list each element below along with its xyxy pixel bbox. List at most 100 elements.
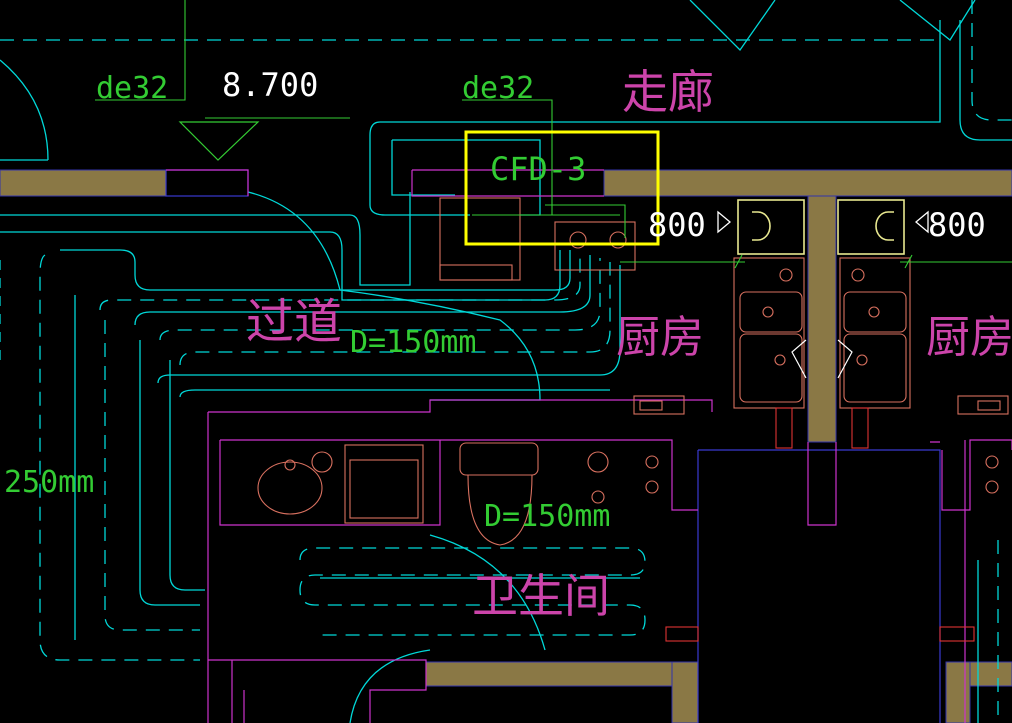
basin-drain	[284, 459, 296, 471]
partition-kitchen-top	[166, 169, 604, 197]
door-arc-bath2	[349, 649, 431, 723]
manifold-valve-b	[609, 231, 627, 249]
counter-left	[733, 257, 805, 409]
wall-pillar-center	[807, 195, 837, 443]
basin	[257, 461, 323, 515]
floor-drain	[311, 451, 333, 473]
fridge-right	[837, 199, 905, 255]
fridge-left	[737, 199, 805, 255]
door-arc-aisle	[247, 191, 541, 401]
pipe-bath-1	[299, 547, 646, 636]
partition-left-bottom	[231, 660, 245, 723]
sink-bottom-right	[843, 333, 907, 403]
partition-right-post	[807, 442, 837, 526]
partition-bath-outer	[208, 399, 713, 413]
label-spacing-center: D=150mm	[350, 325, 476, 360]
right-valve-d	[985, 480, 999, 494]
label-spacing-bath: D=150mm	[484, 499, 610, 534]
pillar-marker-left	[791, 339, 807, 379]
pipe-loop-11	[157, 265, 621, 384]
pipe-loop-2	[39, 254, 200, 661]
pipe-loop-9	[169, 360, 205, 591]
counter-right	[839, 257, 911, 409]
washer	[344, 444, 424, 524]
door-frame-top	[165, 169, 249, 197]
pipe-top-2b	[369, 121, 470, 216]
right-valve-a	[645, 455, 659, 469]
pipe-loop-6	[134, 255, 591, 326]
label-spacing-left: 250mm	[4, 465, 94, 500]
pipe-left-2	[0, 231, 561, 301]
vent-left	[775, 407, 793, 449]
arrow-left	[717, 210, 732, 234]
pipe-loop-10	[179, 262, 611, 366]
vent-right	[851, 407, 869, 449]
fixtures	[257, 197, 1009, 642]
stove-left	[633, 395, 685, 415]
door-arc-top	[689, 0, 776, 52]
toilet-tank	[459, 442, 539, 476]
drain-left-a	[762, 306, 774, 318]
vent-bottom-left	[665, 626, 699, 642]
wall-bottom-post	[671, 661, 699, 723]
pipe-top-2	[380, 20, 941, 123]
label-pipe-left: de32	[96, 71, 168, 106]
label-pipe-right: de32	[462, 71, 534, 106]
equipment-manifold	[554, 221, 636, 271]
pipe-loop-1	[60, 249, 571, 291]
pipe-loop-8	[159, 258, 601, 341]
elevation-marker	[178, 121, 260, 161]
stove-right	[957, 395, 1009, 415]
stove-left-inner	[639, 400, 663, 411]
arrow-right	[914, 210, 929, 234]
equipment-base	[439, 264, 513, 281]
leader-de32-left	[95, 0, 186, 101]
bath-drain	[587, 451, 609, 473]
washer-inner	[349, 459, 419, 519]
fridge-left-arc	[752, 211, 771, 241]
drain-right-a	[868, 306, 880, 318]
fridges	[737, 199, 905, 255]
dim-line-left	[620, 254, 745, 269]
stove-right-inner	[977, 400, 1001, 411]
label-elevation: 8.700	[222, 66, 318, 104]
vent-bottom-right	[939, 626, 975, 642]
sink-top-right	[843, 291, 907, 333]
partition-right-room	[930, 439, 1012, 511]
partition-bath-left	[207, 412, 441, 723]
wall-corridor-left	[0, 169, 167, 197]
selection-highlight[interactable]	[464, 130, 660, 246]
label-corridor: 走廊	[622, 65, 714, 119]
wall-bottom-right-post	[945, 661, 971, 723]
equipment-box	[439, 197, 521, 281]
pipe-loop-5	[104, 320, 200, 631]
label-equipment-tag: CFD-3	[490, 150, 586, 188]
wall-corridor-right	[603, 169, 1012, 197]
drain-left-b	[774, 354, 786, 366]
manifold-valve-a	[569, 231, 587, 249]
pipe-arc-left	[0, 59, 49, 161]
label-kitchen-right: 厨房	[926, 312, 1012, 363]
wall-bottom	[425, 661, 699, 687]
partitions	[166, 169, 1012, 723]
fridge-right-arc	[875, 211, 894, 241]
door-arc-top2	[899, 0, 976, 41]
sink-top-left	[739, 291, 803, 333]
right-valve-c	[985, 455, 999, 469]
door-arc-bath	[429, 534, 546, 651]
toilet-bowl	[467, 474, 533, 546]
dim-line-right	[900, 254, 1012, 269]
pillar-marker-right	[837, 339, 853, 379]
label-dim-right: 800	[928, 206, 986, 244]
walls	[0, 169, 1012, 723]
pipe-left-1	[0, 192, 411, 286]
leader-cfd	[472, 204, 626, 238]
label-kitchen-left: 厨房	[616, 312, 704, 363]
pipe-top-3	[959, 20, 1012, 141]
leader-de32-right	[462, 99, 553, 215]
pipe-top-4	[971, 0, 1012, 121]
bath-valve	[591, 490, 605, 504]
pipe-loop-7	[139, 340, 200, 606]
pipe-loop-4	[99, 252, 581, 311]
